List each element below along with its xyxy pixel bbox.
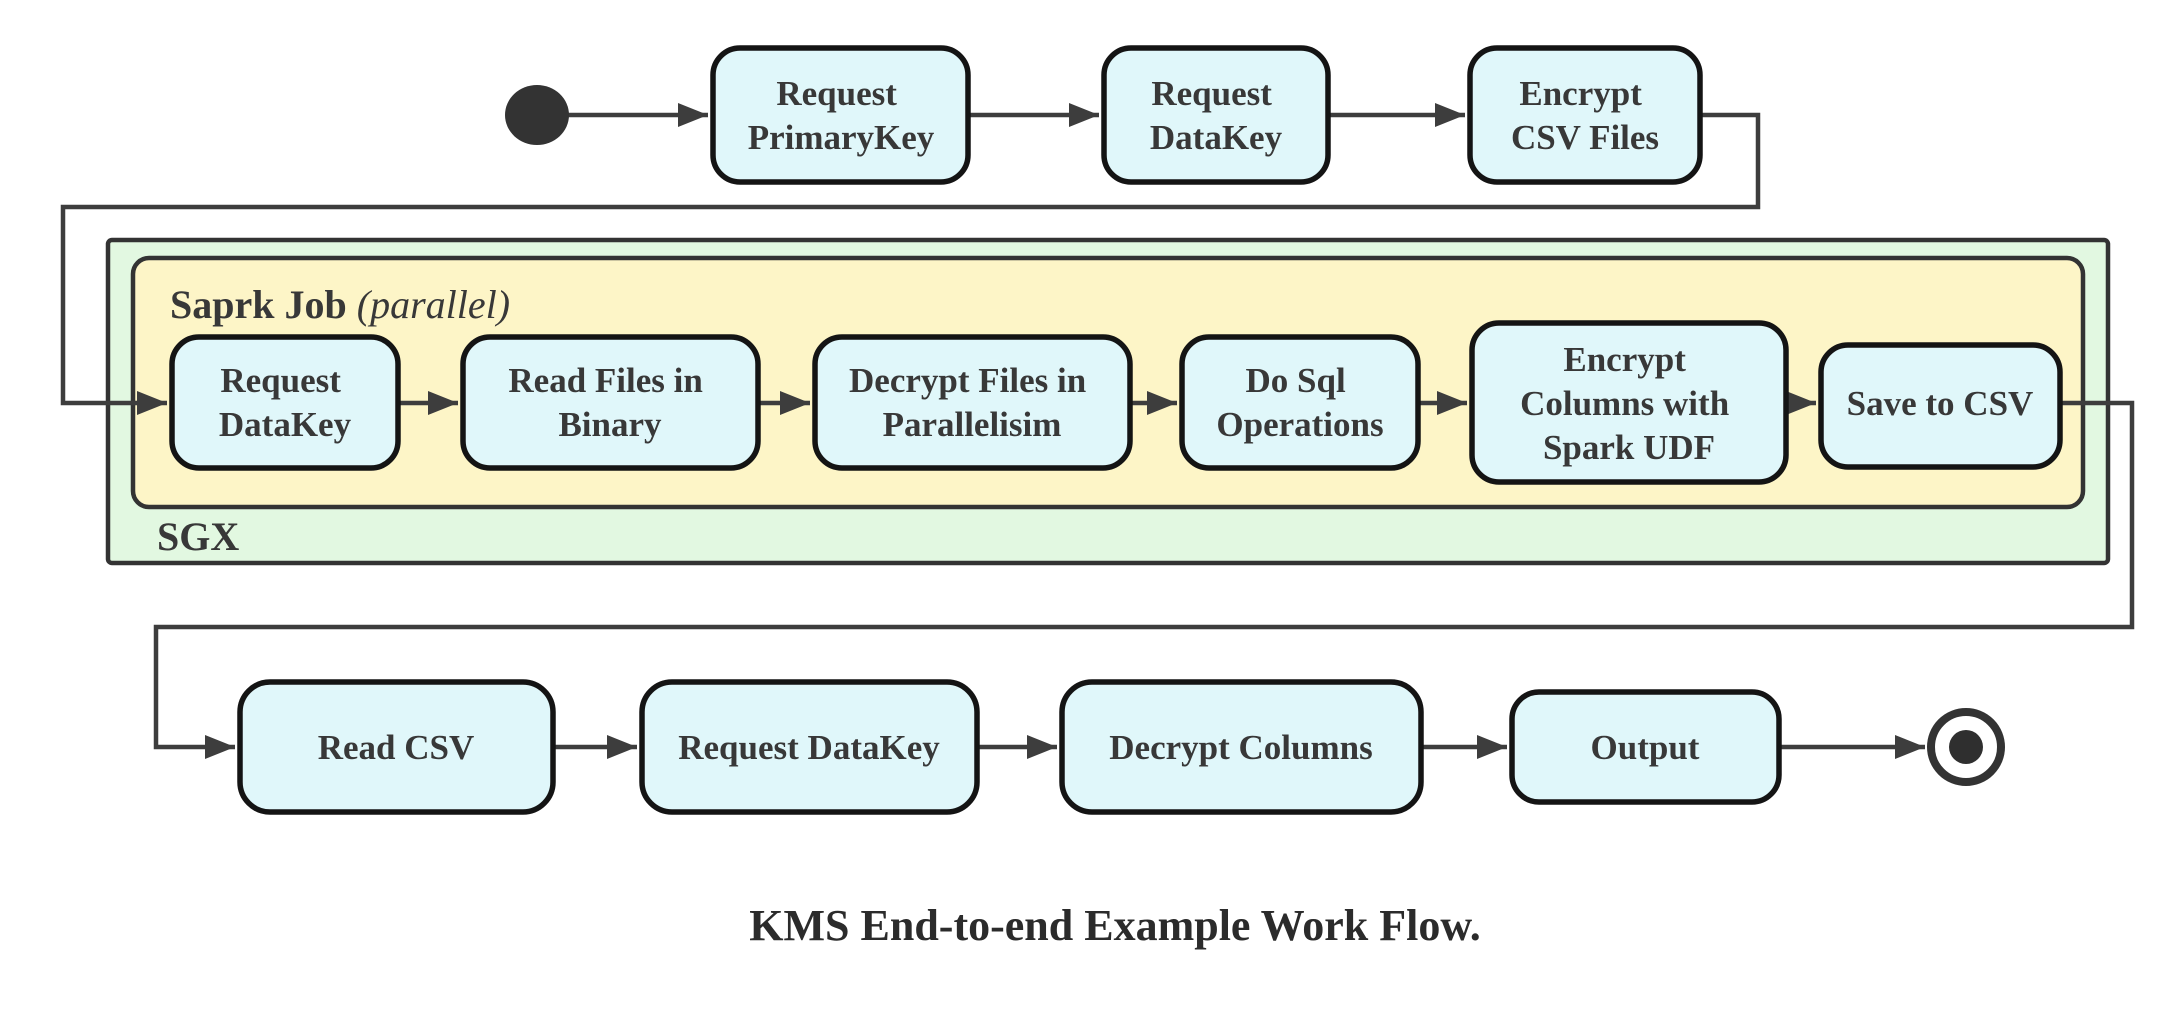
activity-node-rect <box>710 45 971 185</box>
activity-node-rect <box>460 334 761 471</box>
activity-node-decrypt-files-in-parallelisim: Decrypt Files in Parallelisim <box>812 334 1133 471</box>
activity-node-rect <box>1059 679 1424 815</box>
activity-node-rect <box>1509 689 1782 805</box>
activity-node-read-files-in-binary: Read Files in Binary <box>460 334 761 471</box>
activity-node-rect <box>1179 334 1421 471</box>
activity-node-request-primarykey: Request PrimaryKey <box>710 45 971 185</box>
activity-node-label: Request DataKey <box>678 728 940 767</box>
activity-node-label: Read Files in Binary <box>508 361 711 444</box>
activity-node-rect <box>1818 342 2063 470</box>
activity-node-label: Encrypt CSV Files <box>1511 74 1659 157</box>
activity-node-label: Do Sql Operations <box>1216 361 1383 444</box>
activity-node-output: Output <box>1509 689 1782 805</box>
start-node-icon <box>505 85 569 145</box>
activity-node-save-to-csv: Save to CSV <box>1818 342 2063 470</box>
activity-node-do-sql-operations: Do Sql Operations <box>1179 334 1421 471</box>
activity-node-label: Save to CSV <box>1847 384 2034 423</box>
activity-node-request-datakey-top: Request DataKey <box>1101 45 1331 185</box>
activity-node-rect <box>1101 45 1331 185</box>
edge-encrypt-csv-to-sgx-request-datakey <box>60 112 1761 415</box>
activity-node-encrypt-columns-with-spark-udf: Encrypt Columns with Spark UDF <box>1469 320 1789 485</box>
end-node-icon <box>1927 708 2005 786</box>
activity-node-rect <box>237 679 556 815</box>
activity-node-decrypt-columns: Decrypt Columns <box>1059 679 1424 815</box>
edge-save-csv-to-read-csv <box>153 400 2135 759</box>
activity-node-rect <box>169 334 401 471</box>
diagram-caption: KMS End-to-end Example Work Flow. <box>749 901 1480 950</box>
activity-node-rect <box>1469 320 1789 485</box>
activity-node-rect <box>1467 45 1703 185</box>
activity-node-rect <box>812 334 1133 471</box>
activity-node-read-csv: Read CSV <box>237 679 556 815</box>
activity-node-request-datakey-bottom: Request DataKey <box>639 679 980 815</box>
spark-job-qualifier: (parallel) <box>347 282 510 327</box>
activity-node-label: Output <box>1591 728 1700 767</box>
end-node-inner-dot <box>1949 730 1983 764</box>
activity-node-encrypt-csv-files: Encrypt CSV Files <box>1467 45 1703 185</box>
activity-node-label: Decrypt Files in Parallelisim <box>849 361 1095 444</box>
activity-node-label: Request DataKey <box>219 361 352 444</box>
activity-node-label: Encrypt Columns with Spark UDF <box>1520 340 1738 467</box>
activity-node-label: Read CSV <box>318 728 475 767</box>
sgx-label: SGX <box>157 514 239 559</box>
activity-node-sgx-request-datakey: Request DataKey <box>169 334 401 471</box>
activity-node-label: Request PrimaryKey <box>748 74 935 157</box>
activity-node-rect <box>639 679 980 815</box>
spark-job-label: Saprk Job (parallel) <box>170 282 510 327</box>
activity-node-label: Decrypt Columns <box>1109 728 1372 767</box>
activity-node-label: Request DataKey <box>1150 74 1283 157</box>
